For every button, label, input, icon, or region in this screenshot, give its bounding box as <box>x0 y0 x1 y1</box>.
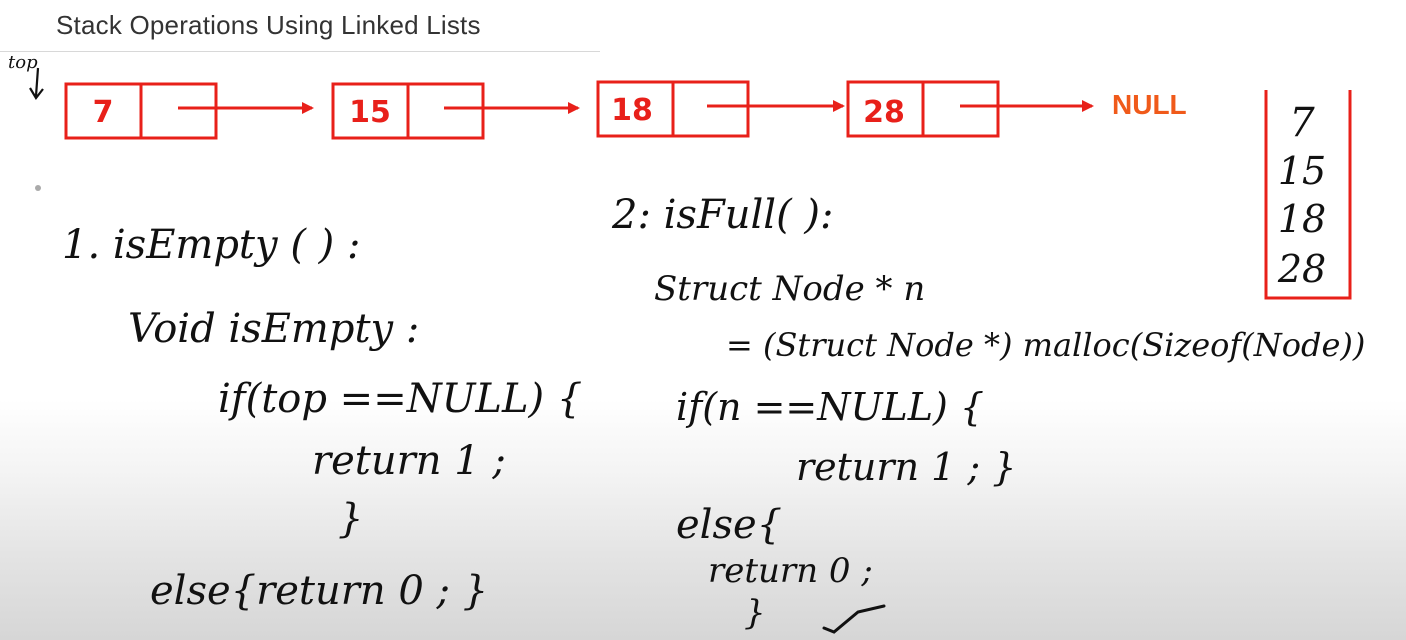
stack-item: 15 <box>1278 149 1326 193</box>
linked-list-node: 18 <box>596 80 750 138</box>
isempty-line: return 1 ; <box>312 438 506 484</box>
page-title: Stack Operations Using Linked Lists <box>56 10 481 40</box>
isempty-line: else{return 0 ; } <box>150 568 488 614</box>
isempty-line: Void isEmpty : <box>128 306 419 352</box>
stack-item: 18 <box>1278 197 1326 241</box>
isempty-line: if(top ==NULL) { <box>218 376 582 422</box>
title-divider <box>0 51 600 52</box>
stray-dot <box>35 185 41 191</box>
node-value: 15 <box>349 95 391 130</box>
stack-item: 28 <box>1277 247 1326 291</box>
stack-container <box>1264 90 1352 300</box>
linked-list-node: 28 <box>846 80 1000 138</box>
checkmark-icon <box>822 604 886 634</box>
node-value: 7 <box>93 95 114 130</box>
isfull-line: else{ <box>676 502 782 548</box>
linked-list-node: 15 <box>331 82 485 140</box>
isempty-line: } <box>338 496 363 542</box>
stack-item: 7 <box>1289 100 1315 146</box>
isempty-heading: 1. isEmpty ( ) : <box>62 222 360 268</box>
isfull-line: } <box>744 593 766 633</box>
top-label: top <box>8 52 38 73</box>
top-pointer-arrow <box>29 67 44 100</box>
isfull-heading: 2: isFull( ): <box>611 192 833 238</box>
isfull-line: if(n ==NULL) { <box>676 385 984 429</box>
node-value: 18 <box>611 93 653 128</box>
isfull-line: = (Struct Node *) malloc(Sizeof(Node)) <box>726 326 1365 364</box>
isfull-line: return 1 ; } <box>796 445 1016 489</box>
isfull-line: return 0 ; <box>708 551 873 591</box>
node-value: 28 <box>863 95 905 130</box>
isfull-line: Struct Node * n <box>654 269 925 309</box>
null-label: NULL <box>1112 89 1187 120</box>
linked-list-node: 7 <box>64 82 218 140</box>
